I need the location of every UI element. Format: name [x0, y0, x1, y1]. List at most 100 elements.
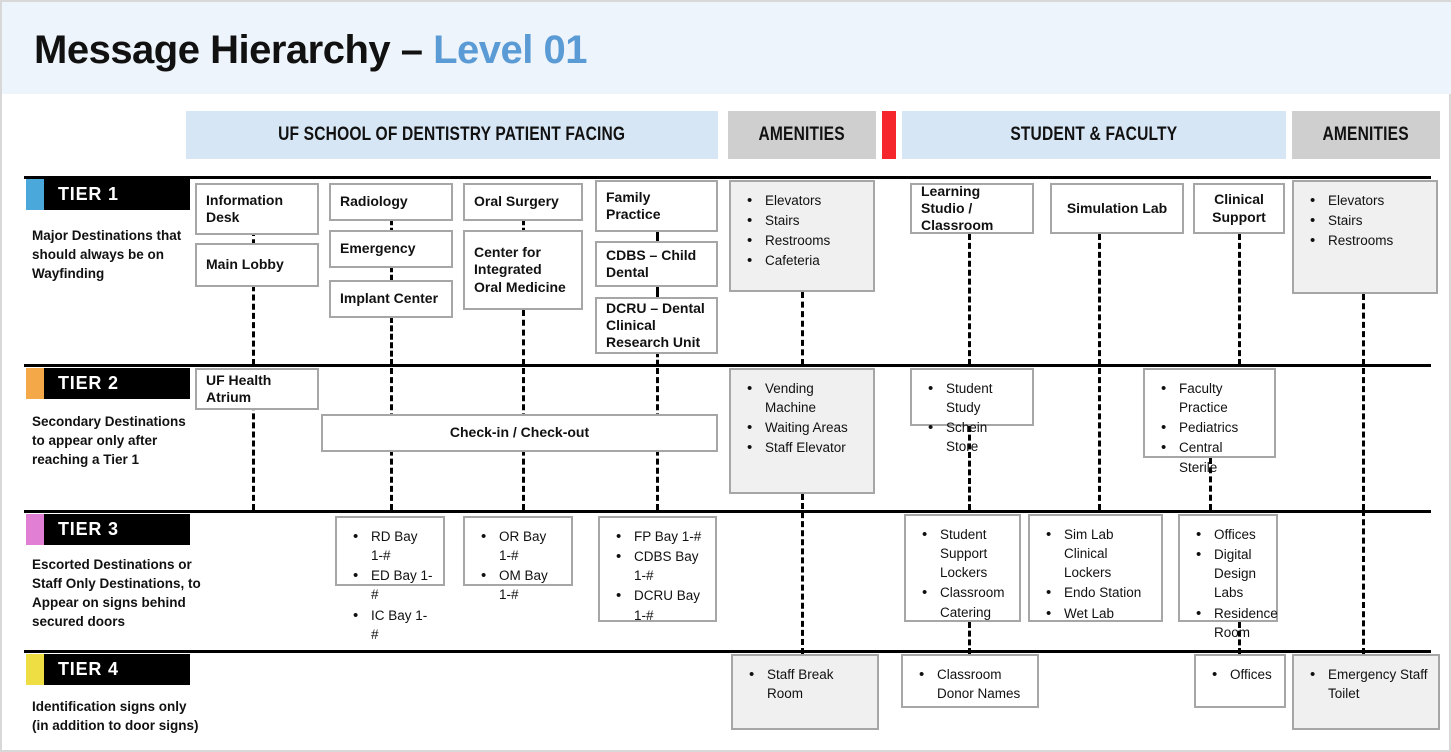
list-item: Residence Room: [1192, 603, 1278, 642]
node-sim-lab-tier3[interactable]: Sim Lab Clinical Lockers Endo Station We…: [1028, 514, 1163, 624]
node-checkin-checkout[interactable]: Check-in / Check-out: [321, 414, 718, 452]
list-item: Elevators: [743, 190, 863, 211]
tier-description-tier-2: Secondary Destinations to appear only af…: [32, 414, 186, 468]
node-amenities-left-tier1[interactable]: Elevators Stairs Restrooms Cafeteria: [729, 180, 875, 292]
node-emergency-staff-toilet[interactable]: Emergency Staff Toilet: [1292, 654, 1440, 730]
node-bay-group-a[interactable]: RD Bay 1-# ED Bay 1-# IC Bay 1-#: [335, 516, 445, 642]
node-amenities-right-tier1[interactable]: Elevators Stairs Restrooms: [1292, 180, 1438, 294]
node-emergency[interactable]: Emergency: [329, 230, 453, 268]
tier-description-tier-1: Major Destinations that should always be…: [32, 228, 182, 282]
column-header-label: AMENITIES: [758, 124, 846, 145]
node-offices-tier4[interactable]: Offices: [1194, 654, 1286, 708]
list-item: Classroom Donor Names: [915, 664, 1027, 703]
node-main-lobby[interactable]: Main Lobby: [195, 243, 319, 287]
connector-line: [390, 317, 393, 365]
node-dcru-dental-clinical-research-unit[interactable]: DCRU – Dental Clinical Research Unit: [595, 297, 718, 354]
amenities-list: Elevators Stairs Restrooms: [1306, 190, 1426, 252]
tier-chip-label: TIER 1: [58, 184, 119, 204]
node-faculty-tier2[interactable]: Faculty Practice Pediatrics Central Ster…: [1143, 368, 1276, 475]
list-item: OM Bay 1-#: [477, 565, 561, 604]
list-item: Waiting Areas: [743, 417, 863, 438]
tier-chip-label: TIER 3: [58, 519, 119, 539]
page-title: Message Hierarchy – Level 01: [34, 28, 588, 73]
tier-label-tier-4: TIER 4: [26, 654, 190, 685]
node-implant-center[interactable]: Implant Center: [329, 280, 453, 318]
tier-label-tier-3: TIER 3: [26, 514, 190, 545]
list-item: ED Bay 1-#: [349, 565, 433, 604]
tier-chip-label: TIER 2: [58, 373, 119, 393]
page-title-accent: Level 01: [433, 28, 588, 72]
list-item: Sim Lab Clinical Lockers: [1042, 524, 1151, 582]
tier-description-tier-4: Identification signs only (in addition t…: [32, 699, 199, 734]
node-family-practice[interactable]: Family Practice: [595, 180, 718, 232]
connector-line: [801, 292, 804, 365]
node-bay-group-c[interactable]: FP Bay 1-# CDBS Bay 1-# DCRU Bay 1-#: [598, 516, 717, 625]
list-item: DCRU Bay 1-#: [612, 585, 705, 624]
offices-list: Offices Digital Design Labs Residence Ro…: [1192, 524, 1278, 642]
faculty-list: Faculty Practice Pediatrics Central Ster…: [1157, 378, 1264, 477]
list-item: RD Bay 1-#: [349, 526, 433, 565]
node-student-tier2[interactable]: Student Study Schein Store: [910, 368, 1034, 454]
sim-lab-list: Sim Lab Clinical Lockers Endo Station We…: [1042, 524, 1151, 624]
list-item: Student Support Lockers: [918, 524, 1009, 582]
connector-line: [252, 230, 255, 365]
tier-swatch-icon: [26, 179, 44, 210]
connector-line: [1362, 368, 1365, 510]
node-classroom-donor-names[interactable]: Classroom Donor Names: [901, 654, 1039, 708]
connector-line: [390, 267, 393, 280]
connector-line: [656, 352, 659, 365]
column-header-amenities-right: AMENITIES: [1292, 111, 1440, 159]
bay-list: FP Bay 1-# CDBS Bay 1-# DCRU Bay 1-#: [612, 526, 705, 625]
list-item: OR Bay 1-#: [477, 526, 561, 565]
tier-description-tier-3: Escorted Destinations or Staff Only Dest…: [32, 557, 201, 630]
list-item: Stairs: [743, 210, 863, 231]
tier-swatch-icon: [26, 514, 44, 545]
connector-line: [522, 220, 525, 233]
tier-label-tier-1: TIER 1: [26, 179, 190, 210]
node-clinical-support[interactable]: Clinical Support: [1193, 183, 1285, 234]
connector-line: [522, 310, 525, 365]
node-cdbs-child-dental[interactable]: CDBS – Child Dental: [595, 241, 718, 287]
connector-line: [1098, 234, 1101, 365]
list-item: Wet Lab: [1042, 603, 1151, 624]
tier-label-tier-2: TIER 2: [26, 368, 190, 399]
amenities-list: Elevators Stairs Restrooms Cafeteria: [743, 190, 863, 272]
connector-line: [656, 230, 659, 242]
list-item: Pediatrics: [1157, 417, 1264, 438]
node-simulation-lab[interactable]: Simulation Lab: [1050, 183, 1184, 234]
list-item: Restrooms: [743, 230, 863, 251]
connector-line: [968, 622, 971, 654]
node-center-integrated-oral-medicine[interactable]: Center for Integrated Oral Medicine: [463, 230, 583, 310]
list-item: Classroom Catering: [918, 582, 1009, 621]
node-information-desk[interactable]: Information Desk: [195, 183, 319, 235]
connector-line: [1098, 368, 1101, 510]
list-item: Offices: [1208, 664, 1274, 685]
connector-line: [801, 494, 804, 654]
list-item: Cafeteria: [743, 250, 863, 271]
column-header-label: STUDENT & FACULTY: [1010, 124, 1178, 145]
list-item: Stairs: [1306, 210, 1426, 231]
column-header-patient-facing: UF SCHOOL OF DENTISTRY PATIENT FACING: [186, 111, 718, 159]
node-bay-group-b[interactable]: OR Bay 1-# OM Bay 1-#: [463, 516, 573, 602]
list-item: Elevators: [1306, 190, 1426, 211]
connector-line: [968, 234, 971, 365]
node-uf-health-atrium[interactable]: UF Health Atrium: [195, 368, 319, 410]
node-staff-break-room[interactable]: Staff Break Room: [731, 654, 879, 730]
tier-swatch-icon: [26, 654, 44, 685]
list-item: Faculty Practice: [1157, 378, 1264, 417]
offices-list: Offices: [1208, 664, 1274, 685]
node-student-support-tier3[interactable]: Student Support Lockers Classroom Cateri…: [904, 514, 1021, 622]
bay-list: RD Bay 1-# ED Bay 1-# IC Bay 1-#: [349, 526, 433, 644]
column-header-amenities-left: AMENITIES: [728, 111, 876, 159]
connector-line: [1362, 510, 1365, 654]
node-oral-surgery[interactable]: Oral Surgery: [463, 183, 583, 221]
node-offices-tier3[interactable]: Offices Digital Design Labs Residence Ro…: [1178, 514, 1278, 640]
staff-break-list: Staff Break Room: [745, 664, 867, 703]
node-radiology[interactable]: Radiology: [329, 183, 453, 221]
column-header-label: AMENITIES: [1322, 124, 1410, 145]
node-learning-studio-classroom[interactable]: Learning Studio / Classroom: [910, 183, 1034, 234]
column-header-student-faculty: STUDENT & FACULTY: [902, 111, 1286, 159]
node-amenities-left-tier2[interactable]: Vending Machine Waiting Areas Staff Elev…: [729, 368, 875, 494]
list-item: Staff Elevator: [743, 437, 863, 458]
